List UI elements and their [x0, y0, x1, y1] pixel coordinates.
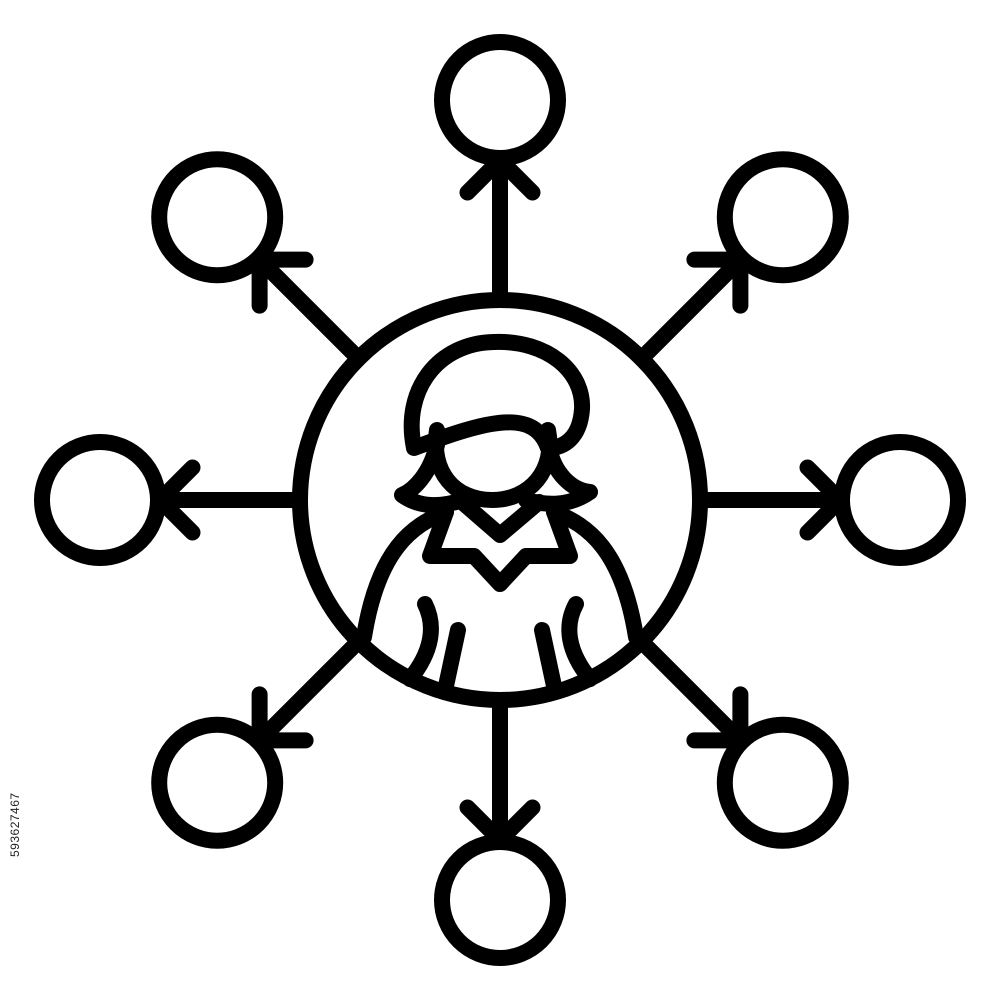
node-circle-top	[434, 34, 566, 166]
woman-hair-icon	[403, 333, 591, 456]
node-circle-right	[834, 434, 966, 566]
arrow-shaft-top-left	[251, 251, 367, 367]
woman-shoulders	[356, 504, 644, 645]
node-circle-bottom-left	[151, 716, 284, 849]
node-circle-bottom-right	[716, 716, 849, 849]
icon-artwork	[34, 34, 966, 966]
arrow-shaft-bottom-left	[251, 633, 367, 749]
woman-collar	[422, 504, 578, 592]
woman-avatar-icon	[356, 333, 644, 694]
node-circle-top-right	[716, 151, 849, 284]
node-circle-bottom	[434, 834, 566, 966]
arrow-shaft-top-right	[633, 251, 749, 367]
node-group	[34, 34, 966, 966]
woman-neckline	[454, 494, 547, 543]
node-circle-top-left	[151, 151, 284, 284]
arrow-shaft-bottom-right	[633, 633, 749, 749]
image-id-text: 593627467	[8, 792, 22, 858]
node-circle-left	[34, 434, 166, 566]
woman-arms	[402, 596, 598, 694]
